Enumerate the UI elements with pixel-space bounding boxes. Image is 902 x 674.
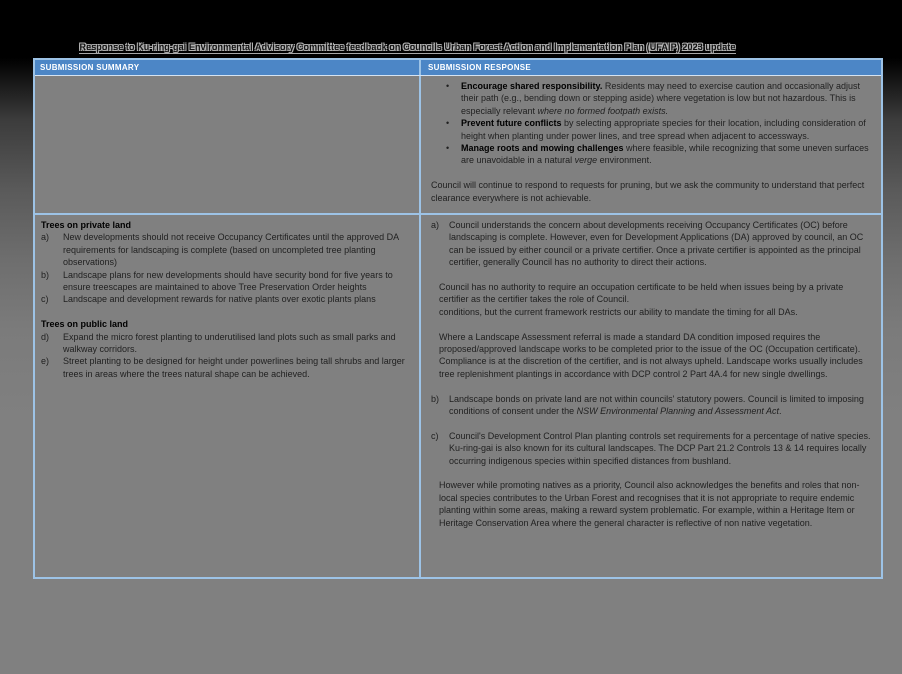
bullet-item: • Manage roots and mowing challenges wher…	[431, 142, 873, 167]
blank-line	[431, 380, 873, 392]
lettered-item: e) Street planting to be designed for hei…	[41, 355, 413, 380]
text-run: Residents may need to exercise caution a…	[461, 81, 861, 116]
text-run: Landscape and development rewards for na…	[63, 294, 376, 305]
paragraph: conditions, but the current framework re…	[431, 306, 873, 318]
text-body: conditions, but the current framework re…	[439, 307, 798, 317]
bullet-icon: •	[446, 143, 450, 154]
text-run: Council understands the concern about de…	[449, 220, 864, 268]
lettered-item: a) Council understands the concern about …	[431, 219, 873, 269]
table-header-row: SUBMISSION SUMMARY SUBMISSION RESPONSE	[35, 60, 881, 76]
letter-label: a)	[41, 232, 50, 243]
lettered-item: a) New developments should not receive Oc…	[41, 231, 413, 268]
text-body: Prevent future conflicts by selecting ap…	[461, 118, 866, 140]
text-body: Landscape bonds on private land are not …	[449, 394, 864, 416]
text-body: Expand the micro forest planting to unde…	[63, 332, 396, 354]
text-run: environment.	[597, 155, 652, 166]
text-run: Council has no authority to require an o…	[439, 282, 844, 305]
response-cell: • Encourage shared responsibility. Reside…	[419, 76, 881, 213]
text-run: Street planting to be designed for heigh…	[63, 356, 405, 379]
text-run: Expand the micro forest planting to unde…	[63, 331, 396, 355]
bullet-icon: •	[446, 81, 450, 91]
feedback-table: SUBMISSION SUMMARY SUBMISSION RESPONSE •…	[33, 58, 883, 579]
text-run: .	[779, 406, 782, 417]
blank-line	[431, 167, 873, 179]
lettered-item: c) Landscape and development rewards for …	[41, 293, 413, 305]
bullet-item: • Encourage shared responsibility. Reside…	[431, 80, 873, 117]
letter-label: b)	[41, 269, 50, 280]
blank-line	[431, 417, 873, 429]
lettered-item: b) Landscape bonds on private land are no…	[431, 393, 873, 418]
paragraph: Council will continue to respond to requ…	[431, 179, 873, 204]
blank-line	[431, 269, 873, 281]
text-body: Landscape plans for new developments sho…	[63, 270, 393, 292]
text-run: by selecting appropriate species for the…	[461, 118, 866, 141]
letter-label: e)	[41, 356, 50, 367]
text-body: Landscape and development rewards for na…	[63, 294, 376, 304]
paragraph: Where a Landscape Assessment referral is…	[431, 331, 873, 381]
bullet-icon: •	[446, 118, 450, 129]
text-run: verge	[574, 155, 598, 166]
table-row: • Encourage shared responsibility. Reside…	[35, 76, 881, 213]
text-run: conditions, but the current framework re…	[439, 306, 798, 317]
paragraph: However while promoting natives as a pri…	[431, 479, 873, 529]
text-run: Landscape bonds on private land are not …	[449, 393, 864, 417]
text-body: Council understands the concern about de…	[449, 220, 863, 267]
text-run: However while promoting natives as a pri…	[439, 480, 860, 528]
summary-cell	[35, 76, 419, 213]
text-run: Encourage shared responsibility.	[461, 81, 603, 91]
blank-line	[41, 306, 413, 318]
text-run: New developments should not receive Occu…	[63, 232, 399, 268]
letter-label: c)	[41, 294, 49, 305]
text-body: Where a Landscape Assessment referral is…	[439, 332, 863, 379]
subheading: Trees on public land	[41, 319, 129, 330]
text-body: However while promoting natives as a pri…	[439, 480, 860, 527]
text-run: Manage roots and mowing challenges	[461, 143, 624, 154]
text-body: Street planting to be designed for heigh…	[63, 356, 405, 378]
text-body: Manage roots and mowing challenges where…	[461, 143, 869, 165]
text-run: where feasible, while recognizing that s…	[461, 143, 869, 166]
text-run: Council's Development Control Plan plant…	[449, 430, 871, 466]
letter-label: a)	[431, 220, 440, 230]
text-body: Encourage shared responsibility. Residen…	[461, 81, 860, 116]
table-row: Trees on private land a) New developments …	[35, 213, 881, 577]
lettered-item: b) Landscape plans for new developments s…	[41, 269, 413, 294]
text-run: Where a Landscape Assessment referral is…	[439, 331, 863, 379]
document-title: Response to Ku-ring-gai Environmental Ad…	[33, 37, 782, 55]
text-run: Landscape plans for new developments sho…	[63, 269, 393, 293]
column-header-submission-summary: SUBMISSION SUMMARY	[40, 63, 140, 72]
text-run: Prevent future conflicts	[461, 118, 562, 129]
bullet-item: • Prevent future conflicts by selecting a…	[431, 117, 873, 142]
text-run: Council will continue to respond to requ…	[431, 180, 865, 203]
text-run: NSW Environmental Planning and Assessmen…	[576, 406, 780, 417]
summary-cell: Trees on private land a) New developments …	[35, 215, 419, 577]
blank-line	[431, 467, 873, 479]
lettered-item: d) Expand the micro forest planting to un…	[41, 331, 413, 356]
text-body: Council will continue to respond to requ…	[431, 180, 864, 202]
letter-label: b)	[431, 393, 440, 404]
text-body: Council's Development Control Plan plant…	[449, 431, 870, 466]
lettered-item: c) Council's Development Control Plan pla…	[431, 430, 873, 467]
column-header-submission-response: SUBMISSION RESPONSE	[419, 60, 881, 75]
text-body: Council has no authority to require an o…	[439, 282, 843, 304]
letter-label: c)	[431, 430, 439, 441]
table-body: • Encourage shared responsibility. Reside…	[35, 76, 881, 577]
text-body: New developments should not receive Occu…	[63, 232, 399, 267]
blank-line	[431, 318, 873, 330]
text-run: where no formed footpath exists.	[537, 105, 669, 116]
paragraph: Council has no authority to require an o…	[431, 281, 873, 306]
subheading: Trees on private land	[41, 220, 132, 230]
letter-label: d)	[41, 331, 50, 342]
response-cell: a) Council understands the concern about …	[419, 215, 881, 577]
document-title-text: Response to Ku-ring-gai Environmental Ad…	[79, 42, 736, 54]
